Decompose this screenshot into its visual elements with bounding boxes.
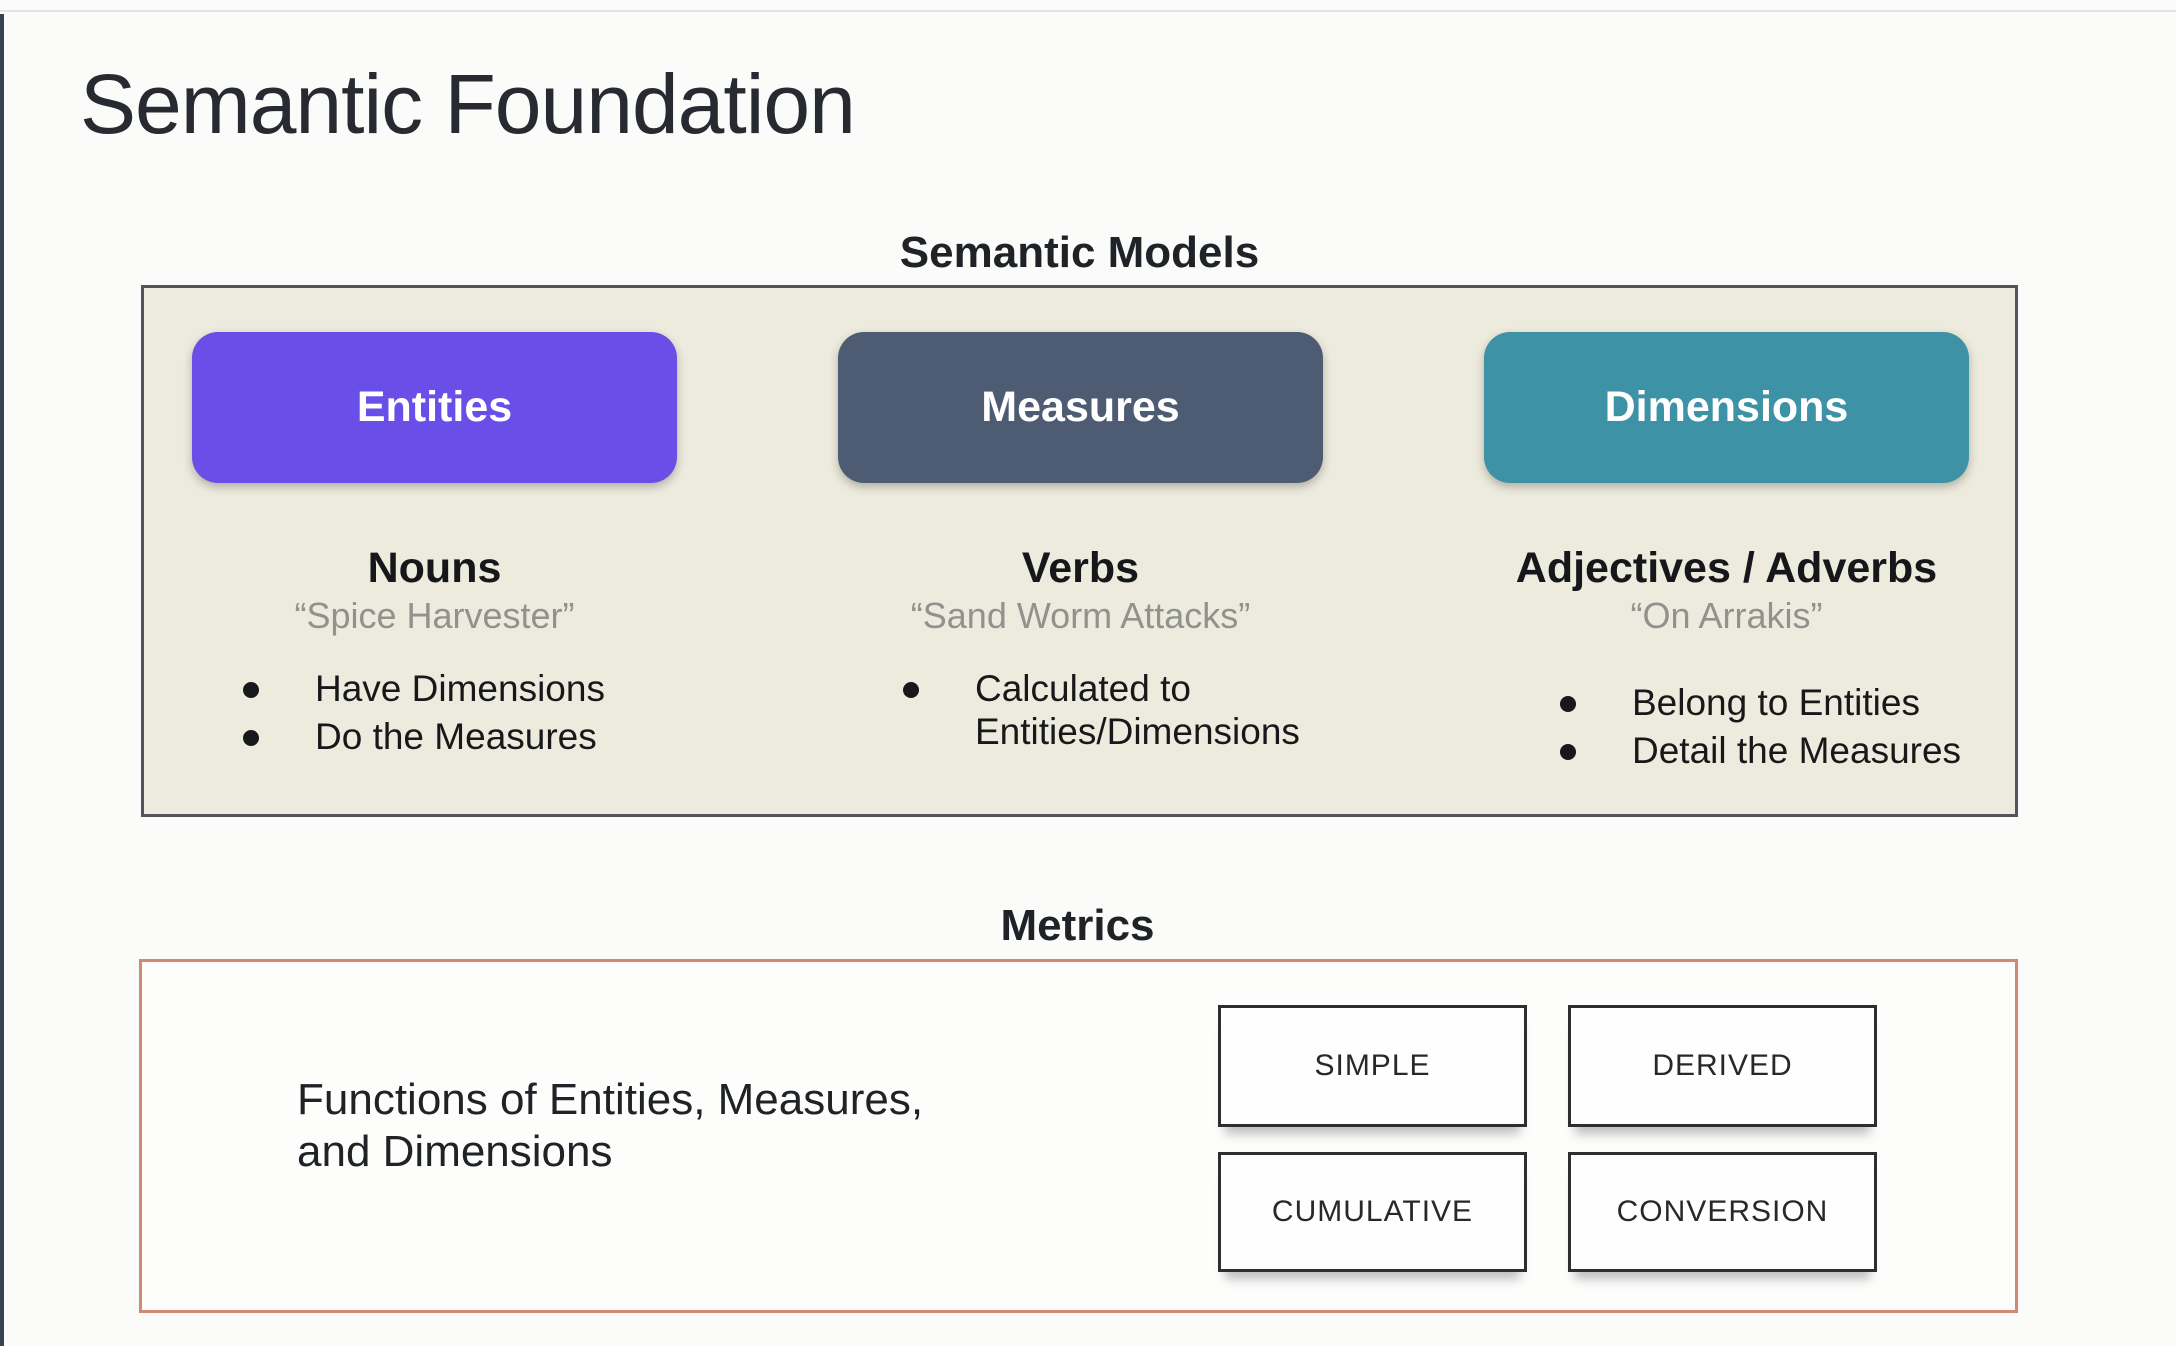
- metric-type-cumulative: CUMULATIVE: [1218, 1152, 1527, 1272]
- dimensions-example-quote: “On Arrakis”: [1630, 595, 1823, 637]
- dimensions-pill: Dimensions: [1484, 332, 1969, 483]
- dimensions-column: Adjectives / Adverbs “On Arrakis” Belong…: [1484, 544, 1969, 773]
- entities-bullet-list: Have Dimensions Do the Measures: [192, 667, 677, 759]
- entities-column: Nouns “Spice Harvester” Have Dimensions …: [192, 544, 677, 759]
- list-item: Belong to Entities: [1560, 681, 1969, 725]
- metric-type-simple: SIMPLE: [1218, 1005, 1527, 1127]
- metric-type-conversion: CONVERSION: [1568, 1152, 1877, 1272]
- list-item: Calculated to Entities/Dimensions: [903, 667, 1323, 754]
- dimensions-bullet-list: Belong to Entities Detail the Measures: [1484, 681, 1969, 773]
- window-top-border: [0, 10, 2176, 12]
- semantic-models-heading: Semantic Models: [899, 228, 1260, 277]
- measures-column: Verbs “Sand Worm Attacks” Calculated to …: [838, 544, 1323, 754]
- dimensions-role-label: Adjectives / Adverbs: [1515, 544, 1938, 592]
- entities-example-quote: “Spice Harvester”: [294, 595, 575, 637]
- list-item: Do the Measures: [243, 715, 677, 759]
- measures-pill: Measures: [838, 332, 1323, 483]
- window-left-border: [0, 14, 4, 1346]
- entities-pill: Entities: [192, 332, 677, 483]
- list-item: Detail the Measures: [1560, 729, 1969, 773]
- measures-example-quote: “Sand Worm Attacks”: [910, 595, 1251, 637]
- list-item: Have Dimensions: [243, 667, 677, 711]
- metrics-description: Functions of Entities, Measures, and Dim…: [297, 1075, 924, 1176]
- measures-bullet-list: Calculated to Entities/Dimensions: [838, 667, 1323, 754]
- metrics-heading: Metrics: [1000, 901, 1155, 950]
- entities-role-label: Nouns: [367, 544, 502, 592]
- measures-role-label: Verbs: [1021, 544, 1140, 592]
- page-title: Semantic Foundation: [80, 57, 856, 151]
- metric-type-derived: DERIVED: [1568, 1005, 1877, 1127]
